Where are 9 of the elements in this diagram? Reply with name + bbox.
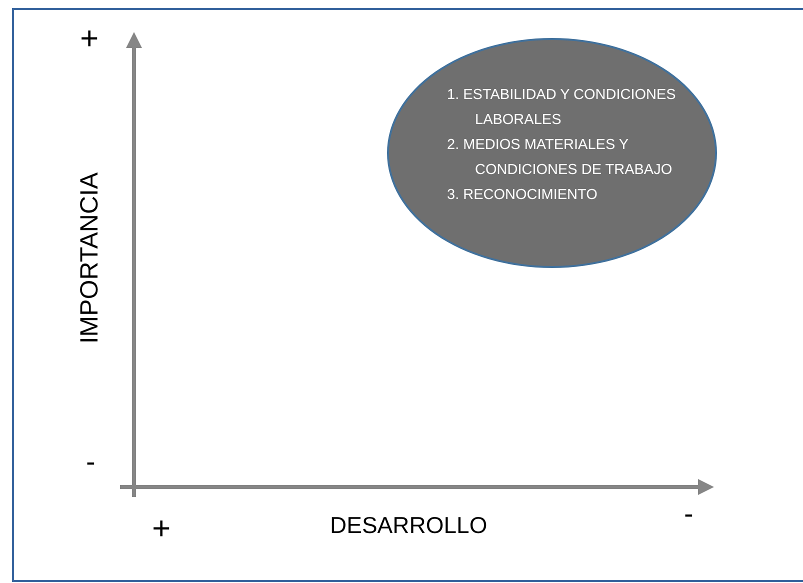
- axis-label: +: [80, 22, 99, 54]
- axis-label: +: [152, 512, 171, 544]
- list-item: 2. MEDIOS MATERIALES Y CONDICIONES DE TRABAJO: [447, 136, 674, 180]
- list-item: 3. RECONOCIMIENTO: [447, 186, 598, 204]
- list-item: 1. ESTABILIDAD Y CONDICIONES LABORALES: [447, 86, 677, 130]
- axis-label: -: [684, 500, 694, 528]
- axis-label: -: [86, 448, 96, 476]
- axis-label: DESARROLLO: [330, 514, 488, 537]
- axis-label: IMPORTANCIA: [78, 172, 102, 344]
